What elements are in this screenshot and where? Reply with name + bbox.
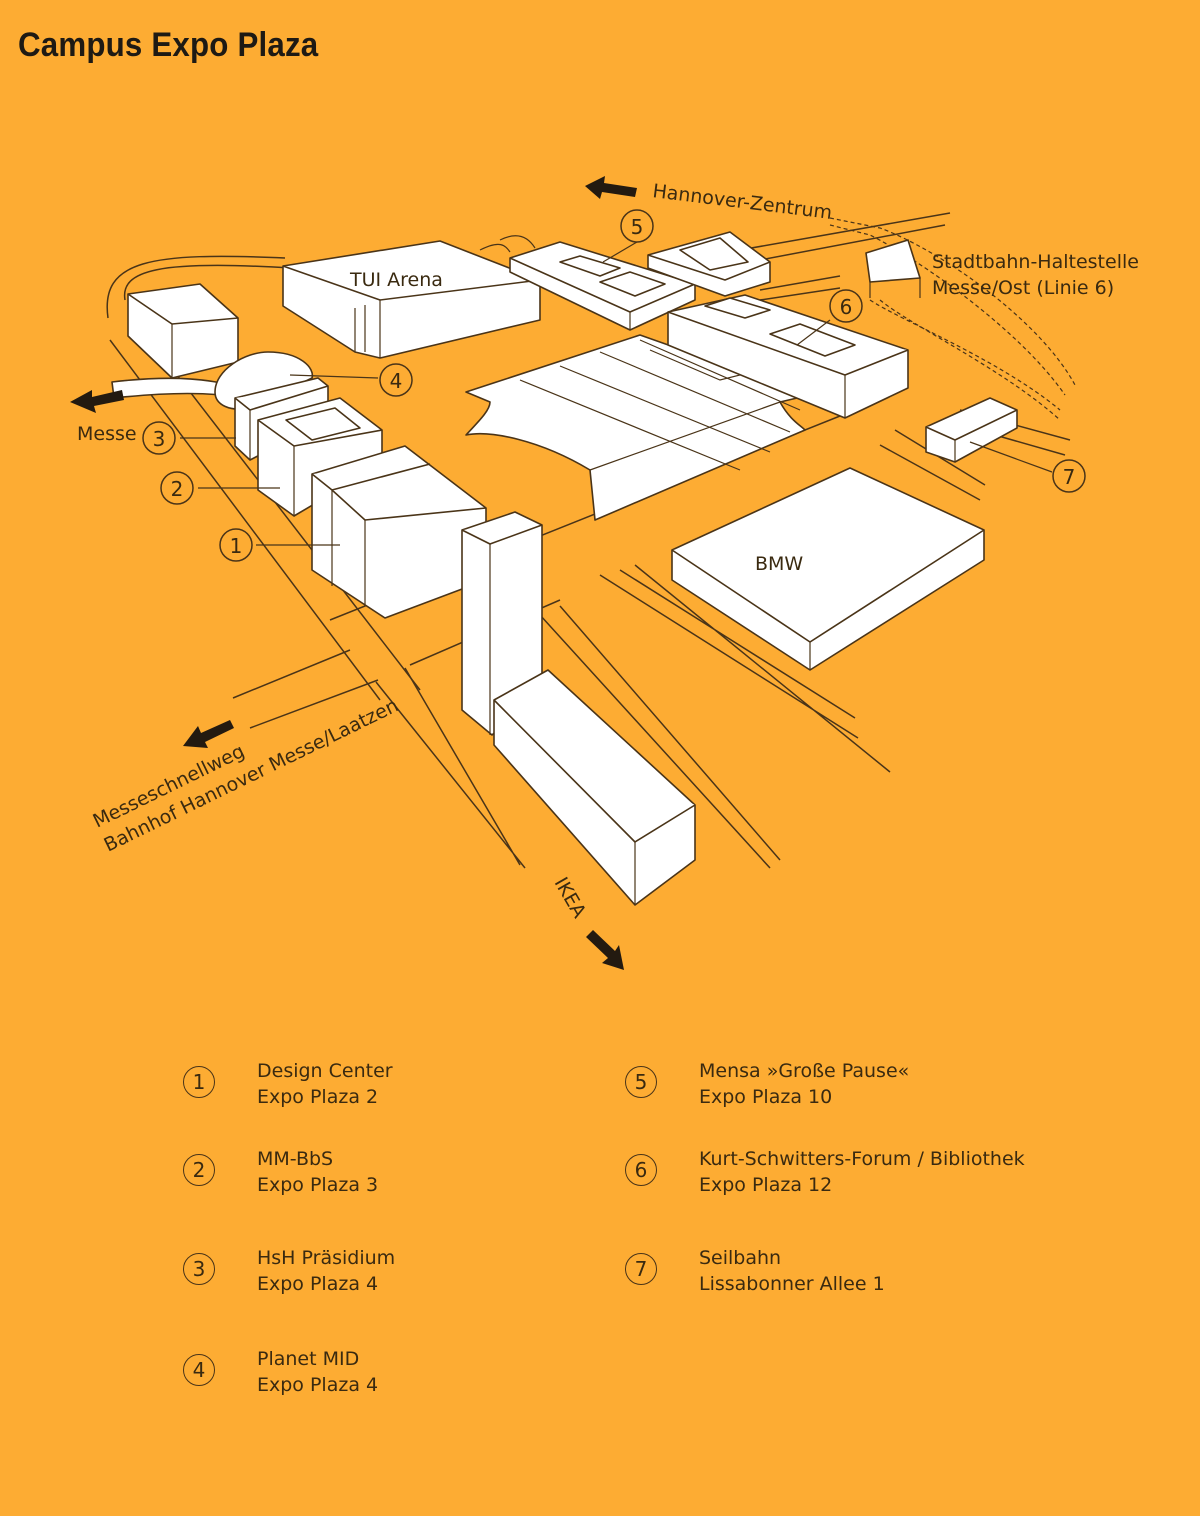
marker-5[interactable]: 5 [620, 209, 654, 243]
expo-hall-building [465, 334, 811, 521]
legend-address: Expo Plaza 10 [699, 1086, 833, 1108]
ikea-label: IKEA [550, 874, 591, 922]
stadtbahn-station-building [865, 239, 921, 298]
tui-arena-label: TUI Arena [349, 269, 443, 291]
marker-7[interactable]: 7 [1052, 459, 1086, 493]
hannover-zentrum-label: Hannover-Zentrum [651, 180, 833, 224]
arrow-messeschnellweg-icon [183, 720, 234, 748]
legend-number: 5 [625, 1066, 657, 1098]
marker-6[interactable]: 6 [829, 289, 863, 323]
design-center-building [311, 445, 487, 619]
tui-arena-building [282, 240, 541, 359]
legend-item-5: 5 Mensa »Große Pause« Expo Plaza 10 [625, 1058, 1045, 1118]
kurt-schwitters-forum-building [667, 294, 909, 419]
mm-bbs-building [257, 397, 383, 517]
legend-name: Seilbahn [699, 1247, 782, 1269]
svg-text:6: 6 [840, 295, 853, 319]
bahnhof-label: Bahnhof Hannover Messe/Laatzen [101, 694, 402, 856]
svg-text:4: 4 [390, 369, 403, 393]
legend-address: Expo Plaza 12 [699, 1174, 833, 1196]
legend-number: 2 [183, 1154, 215, 1186]
legend-name: Kurt-Schwitters-Forum / Bibliothek [699, 1148, 1025, 1170]
svg-text:5: 5 [631, 215, 644, 239]
arrow-ikea-icon [586, 930, 624, 970]
legend-item-6: 6 Kurt-Schwitters-Forum / Bibliothek Exp… [625, 1146, 1045, 1206]
legend-name: MM-BbS [257, 1148, 334, 1170]
long-block-building [493, 669, 696, 906]
arrow-hannover-zentrum-icon [585, 176, 637, 199]
marker-1[interactable]: 1 [219, 528, 253, 562]
legend-address: Expo Plaza 2 [257, 1086, 379, 1108]
svg-text:2: 2 [171, 477, 184, 501]
legend-address: Expo Plaza 4 [257, 1273, 379, 1295]
marker-leaders [180, 241, 1053, 546]
bmw-building [671, 467, 985, 671]
mensa-courtyard-building [647, 231, 771, 297]
legend-name: Planet MID [257, 1348, 360, 1370]
seilbahn-building [925, 397, 1018, 463]
legend-name: HsH Präsidium [257, 1247, 396, 1269]
legend-name: Design Center [257, 1060, 393, 1082]
legend-number: 4 [183, 1354, 215, 1386]
legend-number: 1 [183, 1066, 215, 1098]
campus-map: TUI Arena [70, 176, 1139, 970]
legend-item-4: 4 Planet MID Expo Plaza 4 [183, 1346, 603, 1406]
legend-item-2: 2 MM-BbS Expo Plaza 3 [183, 1146, 603, 1206]
legend-address: Expo Plaza 3 [257, 1174, 379, 1196]
marker-2[interactable]: 2 [160, 471, 194, 505]
messe-label: Messe [77, 423, 137, 445]
stadtbahn-label-1: Stadtbahn-Haltestelle [932, 251, 1139, 273]
svg-text:7: 7 [1063, 465, 1076, 489]
svg-text:1: 1 [230, 534, 243, 558]
page-title: Campus Expo Plaza [18, 26, 319, 64]
legend-item-3: 3 HsH Präsidium Expo Plaza 4 [183, 1245, 603, 1305]
marker-3[interactable]: 3 [142, 421, 176, 455]
legend-name: Mensa »Große Pause« [699, 1060, 910, 1082]
svg-text:3: 3 [153, 427, 166, 451]
bmw-label: BMW [755, 553, 803, 575]
legend-item-1: 1 Design Center Expo Plaza 2 [183, 1058, 603, 1118]
arrow-messe-icon [70, 390, 124, 413]
planet-mid-building [214, 351, 314, 410]
legend-number: 7 [625, 1253, 657, 1285]
legend-address: Expo Plaza 4 [257, 1374, 379, 1396]
legend-item-7: 7 Seilbahn Lissabonner Allee 1 [625, 1245, 1045, 1305]
stadtbahn-label-2: Messe/Ost (Linie 6) [932, 277, 1114, 299]
legend-number: 6 [625, 1154, 657, 1186]
messe-block [127, 283, 239, 379]
legend-address: Lissabonner Allee 1 [699, 1273, 885, 1295]
tower-building [461, 511, 543, 736]
mensa-building [509, 241, 696, 331]
legend-number: 3 [183, 1253, 215, 1285]
marker-4[interactable]: 4 [379, 363, 413, 397]
